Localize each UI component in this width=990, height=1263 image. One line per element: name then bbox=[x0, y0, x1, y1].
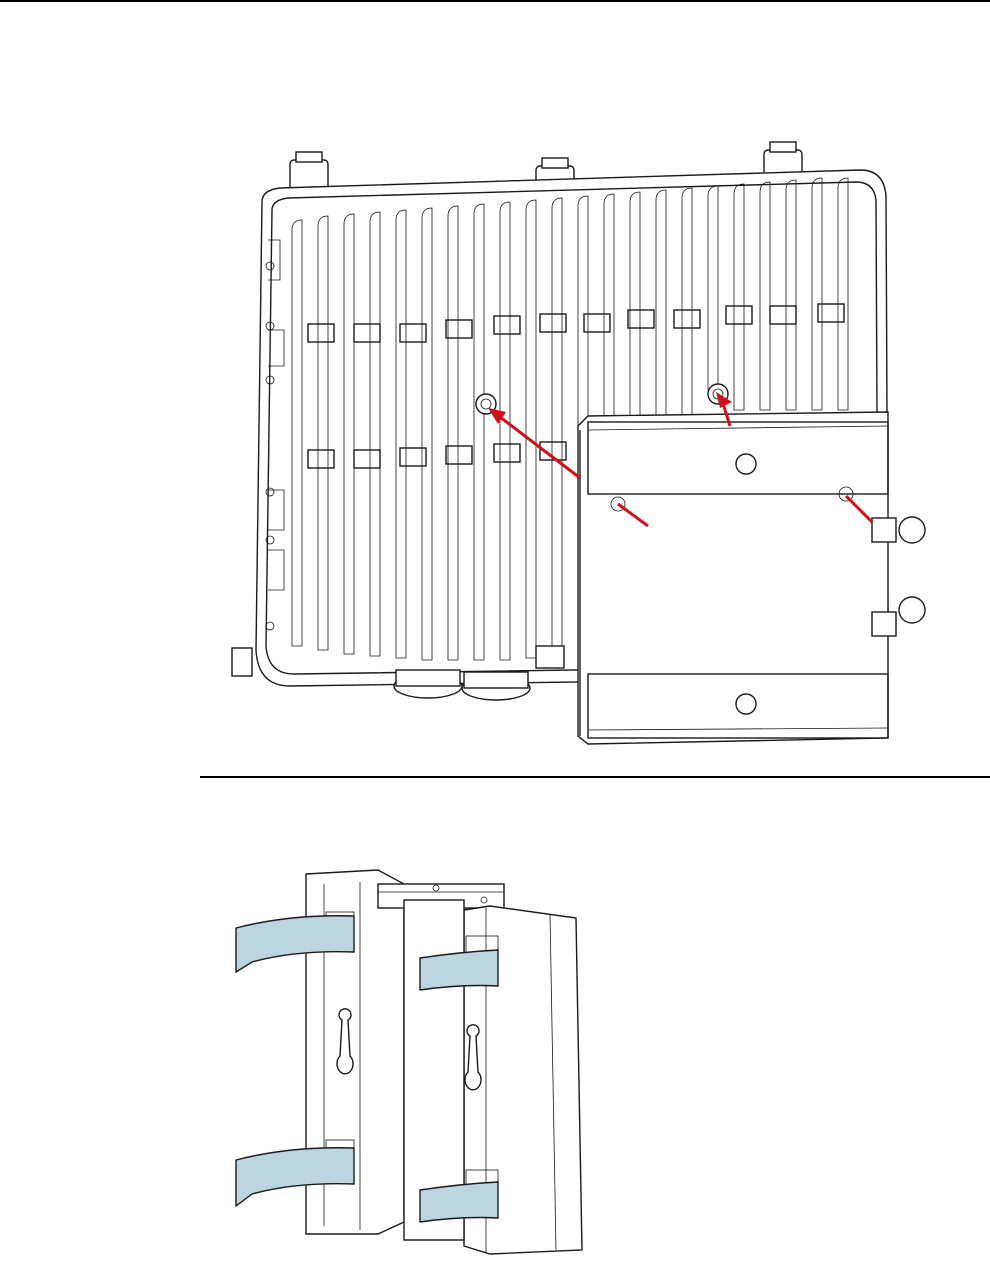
figure-separator-rule bbox=[200, 776, 990, 778]
page-top-rule bbox=[0, 0, 990, 2]
pole-mount-bracket-figure bbox=[0, 860, 990, 1263]
device-bracket-installation-figure bbox=[0, 130, 990, 750]
mounting-bracket-icon bbox=[578, 412, 925, 744]
